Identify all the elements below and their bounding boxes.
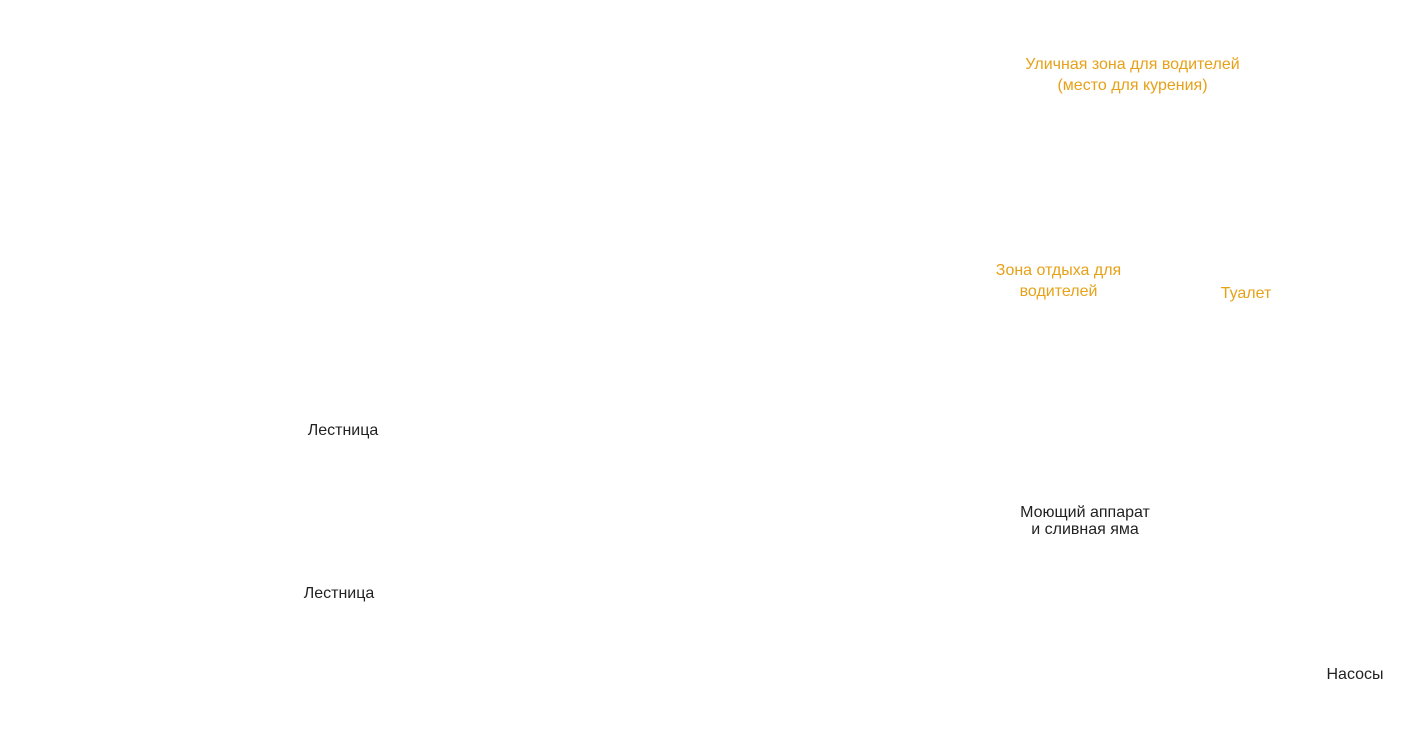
washer-and-drain-pit-label: Моющий аппарат и сливная яма <box>1012 504 1158 538</box>
stairs-lower-label: Лестница <box>303 585 375 602</box>
outdoor-driver-zone-line2: (место для курения) <box>1057 77 1208 94</box>
washer-line2: и сливная яма <box>1031 521 1139 538</box>
driver-rest-zone-line2: водителей <box>1019 283 1098 300</box>
driver-rest-zone-label: Зона отдыха для водителей <box>991 260 1126 302</box>
washer-line1: Моющий аппарат <box>1020 504 1150 521</box>
toilet-label: Туалет <box>1220 285 1272 302</box>
driver-rest-zone-line1: Зона отдыха для <box>995 262 1122 279</box>
outdoor-driver-zone-line1: Уличная зона для водителей <box>1025 56 1240 73</box>
outdoor-driver-zone-label: Уличная зона для водителей (место для ку… <box>1017 54 1248 96</box>
stairs-upper-label: Лестница <box>307 422 379 439</box>
pumps-label: Насосы <box>1326 666 1384 683</box>
